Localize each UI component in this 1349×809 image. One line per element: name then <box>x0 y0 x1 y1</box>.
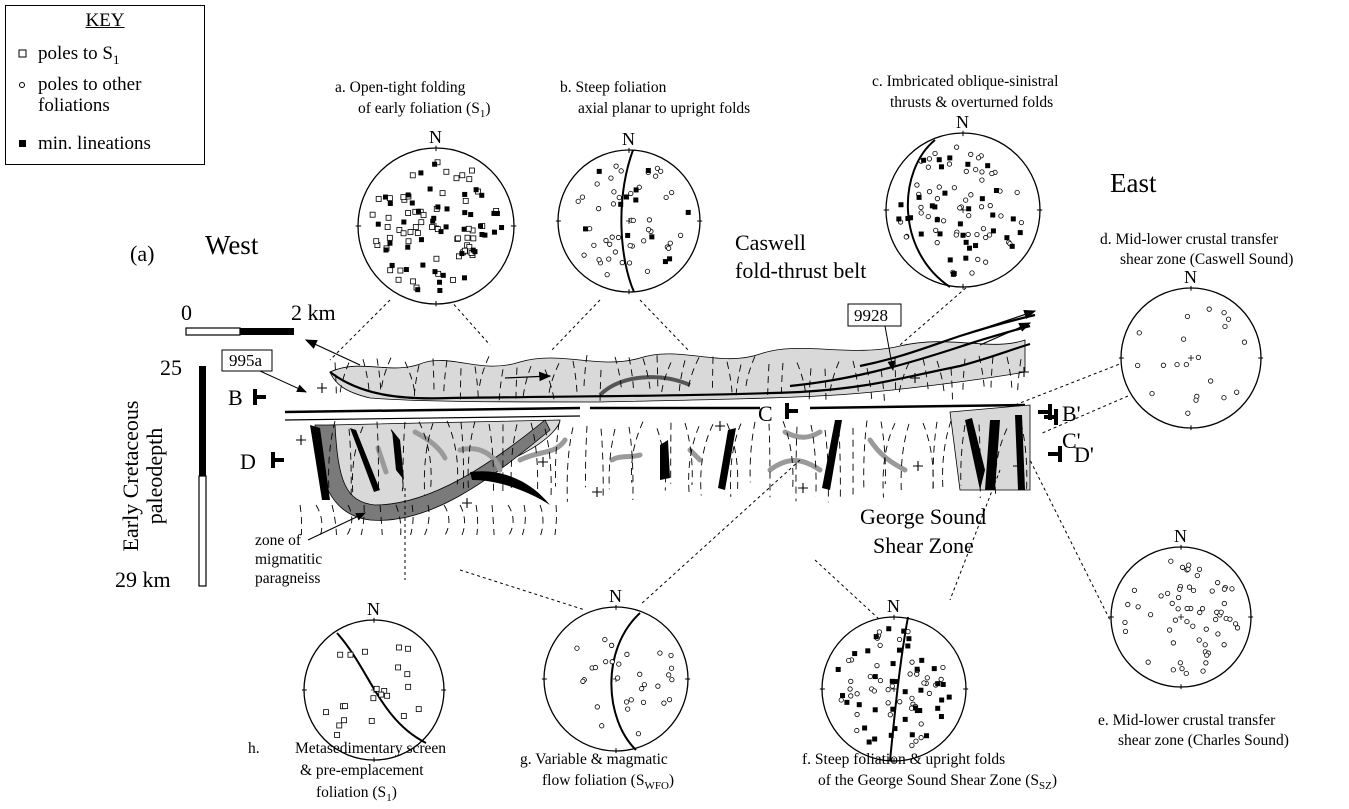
caption-e: e. Mid-lower crustal transfer shear zone… <box>1098 712 1289 749</box>
stereonet-c: N <box>884 112 1043 289</box>
north-label: N <box>1184 267 1197 287</box>
sample-995a-label: 995a <box>229 351 263 370</box>
panel-label: (a) <box>130 241 154 266</box>
caption-d-line2: shear zone (Caswell Sound) <box>1120 251 1293 268</box>
caption-h-line2: & pre-emplacement <box>300 762 424 779</box>
caption-b-line2: axial planar to upright folds <box>578 100 750 117</box>
north-label: N <box>887 596 900 616</box>
caswell-label-2: fold-thrust belt <box>735 258 866 283</box>
north-label: N <box>1174 526 1187 546</box>
george-label-2: Shear Zone <box>873 533 974 558</box>
depth-label-1: Early Cretaceous <box>118 401 143 552</box>
depth-bar: 25 29 km Early Cretaceous paleodepth <box>115 355 206 592</box>
stereonet-b: N <box>556 129 702 294</box>
caption-c: c. Imbricated oblique-sinistral thrusts … <box>872 73 1058 111</box>
section-b: B <box>228 385 243 410</box>
north-label: N <box>429 127 442 147</box>
caption-b-line1: b. Steep foliation <box>560 79 667 96</box>
north-label: N <box>609 586 622 606</box>
caption-g-line2: flow foliation (SWFO) <box>542 772 674 792</box>
depth-top: 25 <box>160 355 182 380</box>
caption-e-line1: e. Mid-lower crustal transfer <box>1098 712 1276 729</box>
caption-h-line1: Metasedimentary screen <box>295 740 446 757</box>
caption-a-line2: of early foliation (S1) <box>358 100 491 120</box>
caption-e-line2: shear zone (Charles Sound) <box>1118 732 1289 749</box>
caption-h-line3: foliation (S1) <box>316 784 397 804</box>
caption-b: b. Steep foliation axial planar to uprig… <box>560 79 750 117</box>
scale-zero: 0 <box>181 300 192 325</box>
north-label: N <box>622 129 635 149</box>
stereonet-f: N <box>820 596 968 763</box>
sample-9928-label: 9928 <box>854 306 888 325</box>
cross-section <box>285 311 1035 535</box>
west-label: West <box>205 230 259 260</box>
caption-c-line1: c. Imbricated oblique-sinistral <box>872 73 1058 90</box>
caption-g-line1: g. Variable & magmatic <box>520 751 668 768</box>
caption-f-line1: f. Steep foliation & upright folds <box>802 751 1005 768</box>
caption-h-letter: h. <box>248 740 260 757</box>
section-d-prime: D' <box>1074 442 1094 467</box>
caption-f-line2: of the George Sound Shear Zone (SSZ) <box>818 772 1057 792</box>
east-label: East <box>1110 168 1157 198</box>
zone-label-1: zone of <box>255 532 302 549</box>
caption-h: h. Metasedimentary screen & pre-emplacem… <box>248 740 446 804</box>
caswell-label-1: Caswell <box>735 230 806 255</box>
north-label: N <box>956 112 969 132</box>
depth-bottom: 29 km <box>115 567 171 592</box>
caption-a-line1: a. Open-tight folding <box>335 79 466 96</box>
caption-d-line1: d. Mid-lower crustal transfer <box>1100 231 1279 248</box>
caption-c-line2: thrusts & overturned folds <box>890 94 1053 111</box>
stereonet-g: N <box>542 586 690 753</box>
depth-label-2: paleodepth <box>142 428 167 525</box>
stereonet-e: N <box>1109 526 1253 689</box>
stereonet-d: N <box>1119 267 1263 430</box>
section-c: C <box>758 401 773 426</box>
stereonet-a: N <box>356 127 517 306</box>
zone-label-2: migmatitic <box>255 551 322 568</box>
scale-end: 2 km <box>291 300 336 325</box>
zone-label-3: paragneiss <box>255 570 320 587</box>
caption-d: d. Mid-lower crustal transfer shear zone… <box>1100 231 1293 268</box>
george-label-1: George Sound <box>860 504 986 529</box>
caption-a: a. Open-tight folding of early foliation… <box>335 79 491 120</box>
stereonet-h: N <box>302 599 446 762</box>
section-d: D <box>240 449 256 474</box>
caption-f: f. Steep foliation & upright folds of th… <box>802 751 1057 792</box>
scale-bar: 0 2 km <box>181 300 336 335</box>
caption-g: g. Variable & magmatic flow foliation (S… <box>520 751 674 792</box>
section-b-prime: B' <box>1062 401 1081 426</box>
north-label: N <box>367 599 380 619</box>
